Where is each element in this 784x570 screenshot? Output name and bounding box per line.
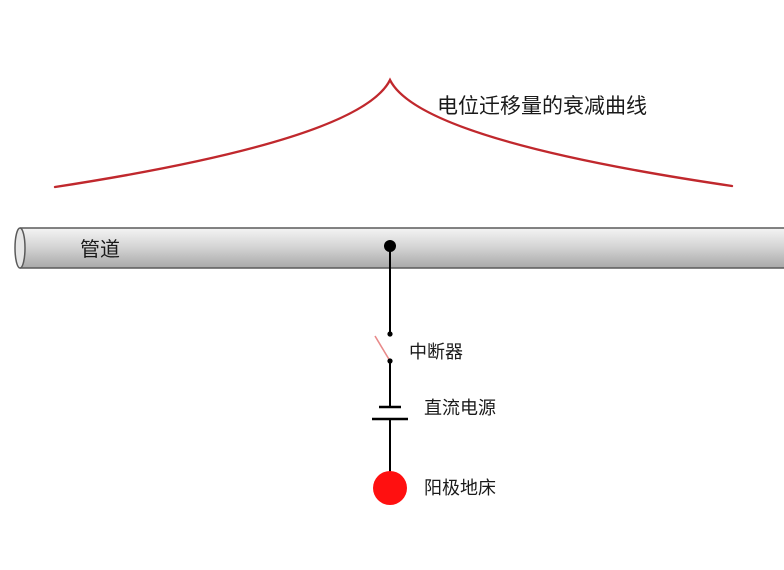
- pipeline: [14, 227, 784, 269]
- attenuation-curve: [53, 77, 734, 189]
- pipe-label: 管道: [80, 237, 120, 261]
- dc-source-label: 直流电源: [424, 398, 496, 419]
- interrupter-label: 中断器: [409, 342, 463, 363]
- breaker-terminal-top: [387, 331, 393, 337]
- interrupter-switch: [374, 331, 393, 364]
- pipe-end-cap: [14, 227, 26, 269]
- anode-bed-symbol: [373, 471, 407, 505]
- breaker-blade: [374, 335, 391, 362]
- anode-bed-label: 阳极地床: [424, 478, 496, 499]
- dc-power-source: [372, 405, 408, 421]
- pipe-body: [20, 228, 784, 268]
- attenuation-curve-label: 电位迁移量的衰减曲线: [437, 94, 647, 118]
